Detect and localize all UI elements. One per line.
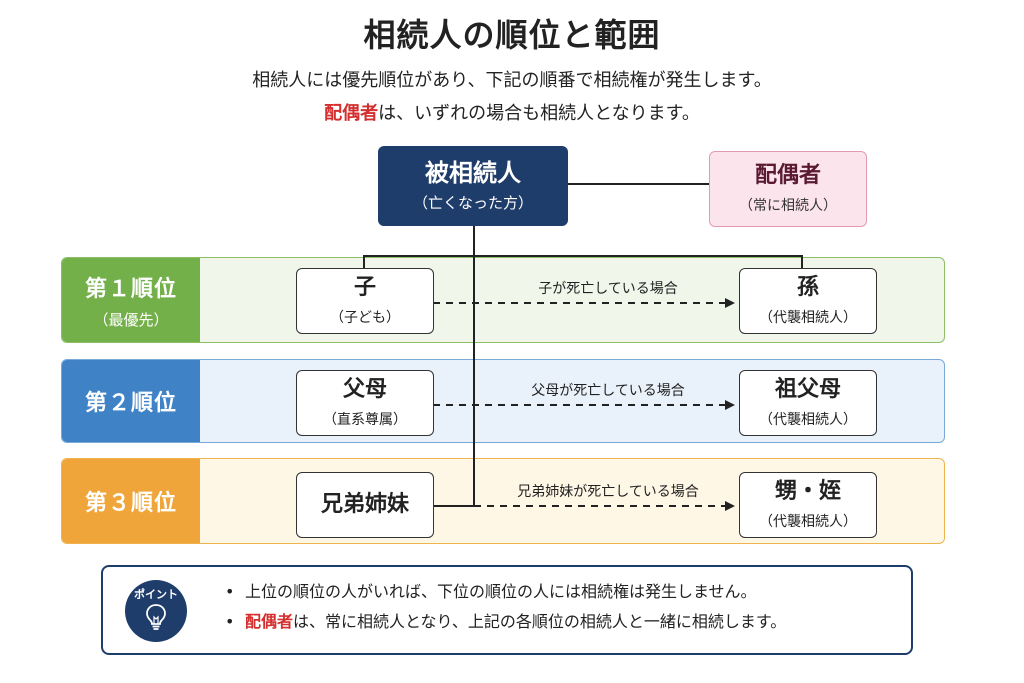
rank-1-label: 第１順位 [84,276,177,302]
point-item-1-text: 上位の順位の人がいれば、下位の順位の人には相続権は発生しません。 [245,582,757,601]
point-item-2-text: は、常に相続人となり、上記の各順位の相続人と一緒に相続します。 [293,612,787,631]
rank-2-label-block: 第２順位 [62,360,200,442]
heir-child-note: （子ども） [330,310,400,327]
heir-parents-note: （直系尊属） [323,412,407,429]
point-box: ポイント • 上位の順位の人がいれば、下位の順位の人には相続権は発生しません。 •… [101,565,913,655]
substitute-grandchild-note: （代襲相続人） [759,310,857,327]
heir-siblings-label: 兄弟姉妹 [320,491,409,517]
lightbulb-icon [146,604,166,630]
point-item-2-highlight: 配偶者 [245,612,294,631]
heir-parents-label: 父母 [342,376,387,402]
substitute-grandparents-label: 祖父母 [774,376,841,402]
rank-1-condition: 子が死亡している場合 [538,281,678,297]
point-badge-label: ポイント [134,588,178,601]
heir-child-box: 子 （子ども） [296,268,434,334]
subtitle-line-2-rest: は、いずれの場合も相続人となります。 [378,103,700,124]
point-list: • 上位の順位の人がいれば、下位の順位の人には相続権は発生しません。 • 配偶者は、… [225,582,786,642]
decedent-box: 被相続人 （亡くなった方） [378,146,568,226]
subtitle-spouse-highlight: 配偶者 [324,103,379,124]
rank-1-branch [363,255,803,268]
heir-parents-box: 父母 （直系尊属） [296,370,434,436]
rank-2-label: 第２順位 [84,391,177,416]
heir-child-label: 子 [353,274,376,300]
substitute-grandparents-box: 祖父母 （代襲相続人） [739,370,877,436]
rank-3-label: 第３順位 [84,491,177,516]
rank-3-label-block: 第３順位 [62,459,200,543]
point-item-2: • 配偶者は、常に相続人となり、上記の各順位の相続人と一緒に相続します。 [225,612,786,632]
spouse-note: （常に相続人） [739,197,837,214]
substitute-nephew-niece-box: 甥・姪 （代襲相続人） [739,472,877,538]
bullet-1: • [225,582,235,601]
point-item-1: • 上位の順位の人がいれば、下位の順位の人には相続権は発生しません。 [225,582,786,602]
decedent-label: 被相続人 [425,158,521,187]
substitute-grandparents-note: （代襲相続人） [759,412,857,429]
substitute-grandchild-label: 孫 [796,274,819,300]
spouse-label: 配偶者 [754,163,821,189]
rank-3-condition: 兄弟姉妹が死亡している場合 [517,484,699,500]
spouse-box: 配偶者 （常に相続人） [709,151,867,227]
rank-1-label-block: 第１順位 （最優先） [62,258,200,342]
bullet-2: • [225,612,235,631]
substitute-grandchild-box: 孫 （代襲相続人） [739,268,877,334]
rank-2-condition: 父母が死亡している場合 [531,383,685,399]
substitute-nephew-niece-note: （代襲相続人） [759,514,857,531]
heir-siblings-box: 兄弟姉妹 [296,472,434,538]
page-title: 相続人の順位と範囲 [363,16,661,54]
subtitle-line-1: 相続人には優先順位があり、下記の順番で相続権が発生します。 [252,70,772,91]
decedent-note: （亡くなった方） [412,194,533,213]
point-badge: ポイント [125,580,187,642]
rank-1-note: （最優先） [93,310,169,329]
subtitle-line-2: 配偶者は、いずれの場合も相続人となります。 [0,99,1024,125]
substitute-nephew-niece-label: 甥・姪 [774,478,841,504]
